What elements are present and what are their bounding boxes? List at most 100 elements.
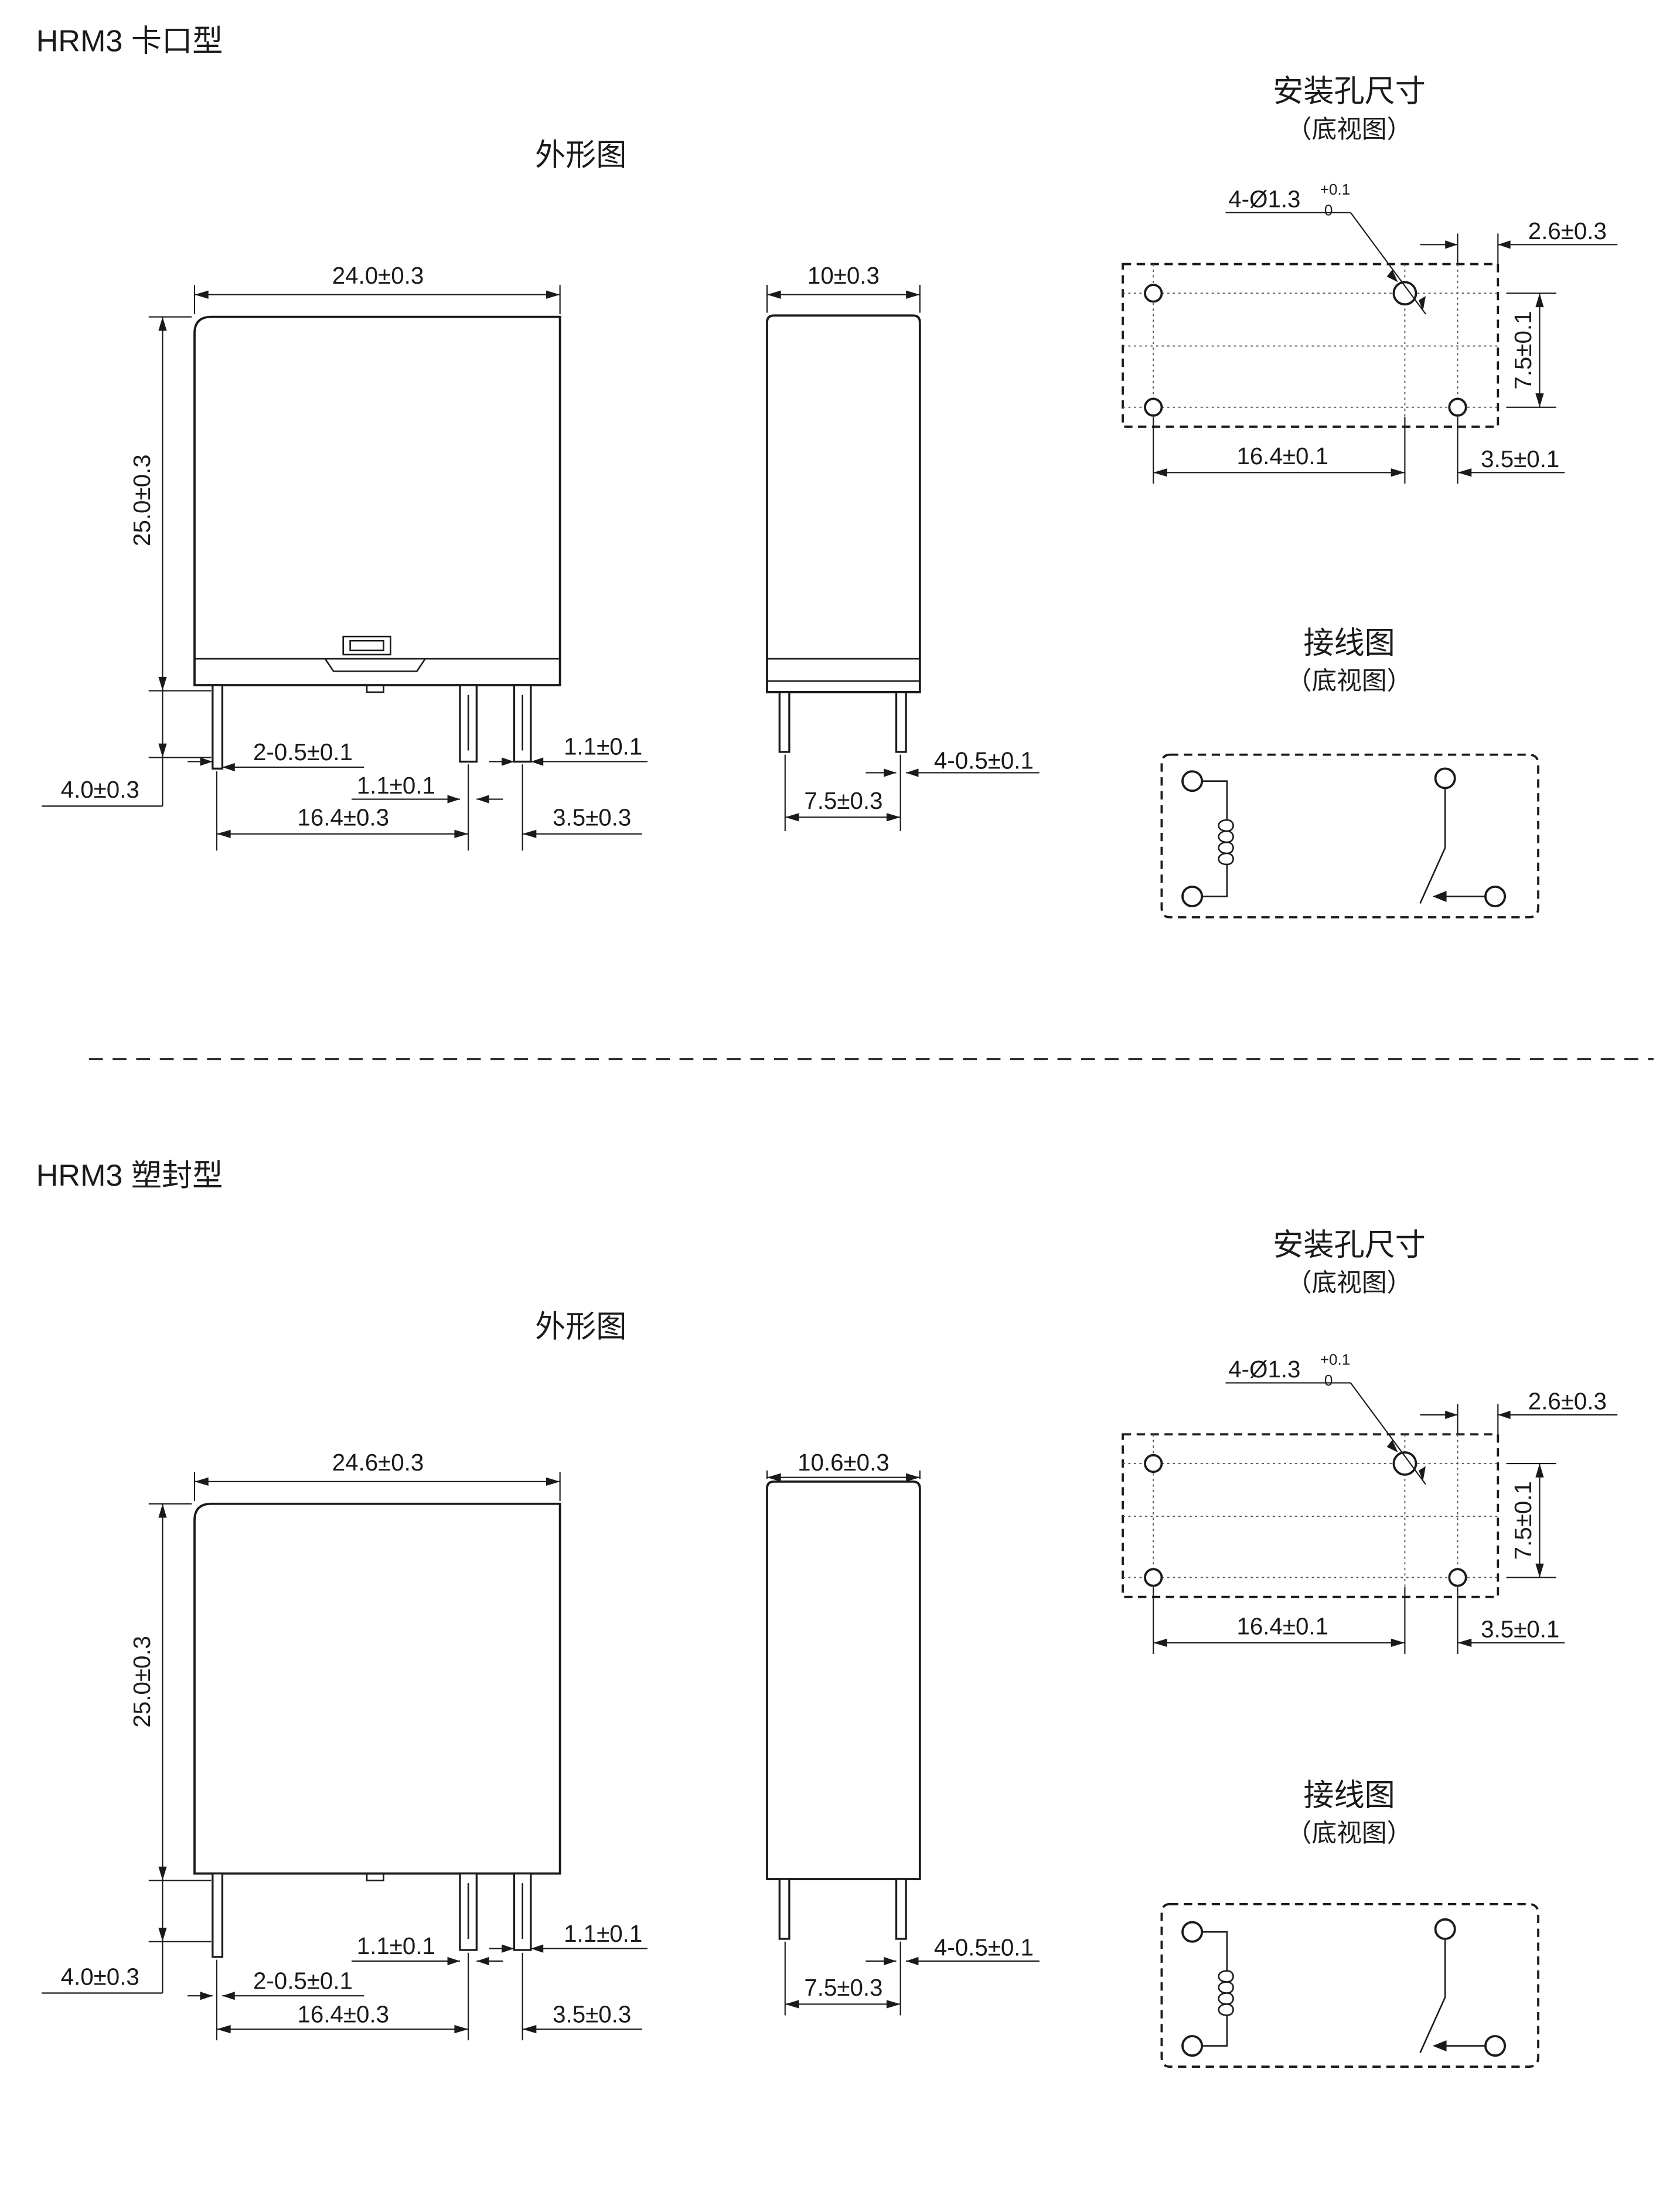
hole-spec: 4-Ø1.3 (1228, 186, 1300, 212)
mounting-view: 安装孔尺寸 （底视图） 4-Ø1.3 +0.1 0 (1122, 74, 1618, 484)
coil-terminal (1181, 1921, 1204, 1943)
section-title: HRM3 塑封型 (36, 1159, 223, 1193)
common-terminal (1434, 767, 1456, 789)
contact-arrow-icon (1432, 2040, 1447, 2052)
relay-side-outline (766, 314, 921, 693)
relay-body-outline (193, 1502, 561, 1875)
relay-side-outline (766, 1480, 921, 1880)
dim-pin-span: 16.4±0.3 (297, 805, 389, 831)
coil-terminal (1181, 886, 1204, 908)
no-terminal (1484, 2035, 1507, 2057)
side-view: 10.6±0.3 7.5±0.3 4-0.5±0.1 (766, 1449, 1040, 2016)
wiring-title: 接线图 (1303, 627, 1395, 661)
side-view: 10±0.3 7.5±0.3 4-0.5±0.1 (766, 263, 1040, 832)
dim-height: 25.0±0.3 (129, 454, 155, 546)
no-terminal (1484, 886, 1507, 908)
front-view: 24.6±0.3 25.0±0.3 4.0±0.3 1.1±0.1 1.1±0.… (42, 1449, 648, 2041)
dim-height: 25.0±0.3 (129, 1636, 155, 1728)
dim-vertical: 7.5±0.1 (1510, 1481, 1536, 1560)
coil-wire (1202, 864, 1228, 897)
base-tab (366, 684, 384, 693)
mount-hole (1392, 1451, 1417, 1476)
coil-icon (1218, 819, 1234, 866)
mount-hole (1144, 1568, 1163, 1587)
mount-title: 安装孔尺寸 (1273, 1228, 1426, 1262)
dim-pin-offset: 3.5±0.3 (553, 805, 631, 831)
dim-edge: 2.6±0.3 (1528, 218, 1607, 244)
dim-pin-gap-2: 1.1±0.1 (564, 734, 642, 760)
dim-side-pin-size: 4-0.5±0.1 (934, 1934, 1034, 1961)
dim-side-pin-size: 4-0.5±0.1 (934, 747, 1034, 774)
dim-pin-gap-1: 1.1±0.1 (357, 772, 435, 799)
dim-right: 3.5±0.1 (1481, 1616, 1559, 1642)
dim-depth: 10±0.3 (807, 263, 880, 289)
dim-span: 16.4±0.1 (1236, 443, 1328, 469)
dim-pin-gap-1: 1.1±0.1 (357, 1933, 435, 1959)
contact-arm (1419, 1939, 1446, 2054)
mount-hole (1144, 397, 1163, 417)
dim-pin-gap-2: 1.1±0.1 (564, 1921, 642, 1947)
coil-pin (212, 684, 224, 770)
mount-hole (1448, 1568, 1467, 1587)
mount-hole (1448, 397, 1467, 417)
hole-tolerance-lower: 0 (1324, 202, 1333, 219)
dim-width: 24.6±0.3 (332, 1449, 424, 1476)
mount-hole (1144, 1454, 1163, 1473)
wiring-subtitle: （底视图） (1287, 1819, 1412, 1847)
outline-title: 外形图 (535, 138, 626, 172)
outline-title: 外形图 (535, 1310, 626, 1344)
mount-subtitle: （底视图） (1287, 115, 1412, 144)
coil-pin (212, 1872, 224, 1958)
hole-spec: 4-Ø1.3 (1228, 1356, 1300, 1383)
section-1: HRM3 卡口型 外形图 24.0±0.3 25 (36, 25, 1618, 918)
dim-pin-size: 2-0.5±0.1 (253, 739, 353, 765)
contact-arm (1419, 788, 1446, 904)
wiring-title: 接线图 (1303, 1778, 1395, 1812)
base-tab (366, 1873, 384, 1881)
coil-wire (1202, 1931, 1228, 1971)
dim-vertical: 7.5±0.1 (1510, 311, 1536, 389)
dim-span: 16.4±0.1 (1236, 1614, 1328, 1640)
coil-terminal (1181, 2035, 1204, 2057)
dim-right: 3.5±0.1 (1481, 446, 1559, 472)
mount-outline (1122, 263, 1500, 428)
section-title: HRM3 卡口型 (36, 25, 223, 59)
latch-slot (342, 635, 391, 656)
latch-slot-inner (349, 639, 384, 652)
dim-edge: 2.6±0.3 (1528, 1388, 1607, 1415)
dim-side-pin-spacing: 7.5±0.3 (804, 1975, 882, 2001)
common-terminal (1434, 1918, 1456, 1940)
mount-hole (1392, 281, 1417, 306)
front-view: 24.0±0.3 25.0±0.3 4.0±0.3 2-0.5±0.1 1.1±… (42, 263, 648, 851)
hole-tolerance-upper: +0.1 (1320, 1351, 1350, 1369)
dim-pin-offset: 3.5±0.3 (553, 2001, 631, 2027)
hole-tolerance-lower: 0 (1324, 1371, 1333, 1389)
coil-wire (1202, 2015, 1228, 2047)
wiring-outline (1160, 753, 1539, 918)
mounting-view: 安装孔尺寸 （底视图） 4-Ø1.3 +0.1 0 2.6±0.3 (1122, 1228, 1618, 1654)
wiring-outline (1160, 1902, 1539, 2068)
section-2: HRM3 塑封型 外形图 24.6±0.3 25.0±0.3 4.0±0.3 (36, 1159, 1618, 2068)
dim-pin-length: 4.0±0.3 (61, 777, 139, 803)
dim-width: 24.0±0.3 (332, 263, 424, 289)
wiring-subtitle: （底视图） (1287, 667, 1412, 695)
dim-pin-size: 2-0.5±0.1 (253, 1968, 353, 1994)
relay-body-outline (193, 315, 561, 686)
side-pin (778, 691, 790, 753)
hole-tolerance-upper: +0.1 (1320, 181, 1350, 198)
wiring-view: 接线图 （底视图） (1160, 627, 1539, 918)
contact-arrow-icon (1432, 891, 1447, 902)
side-pin (895, 691, 907, 753)
coil-terminal (1181, 770, 1204, 792)
mount-subtitle: （底视图） (1287, 1269, 1412, 1297)
dim-pin-length: 4.0±0.3 (61, 1963, 139, 1990)
mount-outline (1122, 1433, 1500, 1598)
dim-side-pin-spacing: 7.5±0.3 (804, 788, 882, 814)
dim-pin-span: 16.4±0.3 (297, 2001, 389, 2027)
mount-hole (1144, 284, 1163, 303)
mount-title: 安装孔尺寸 (1273, 74, 1426, 108)
latch-notch (324, 658, 426, 672)
wiring-view: 接线图 （底视图） (1160, 1778, 1539, 2068)
